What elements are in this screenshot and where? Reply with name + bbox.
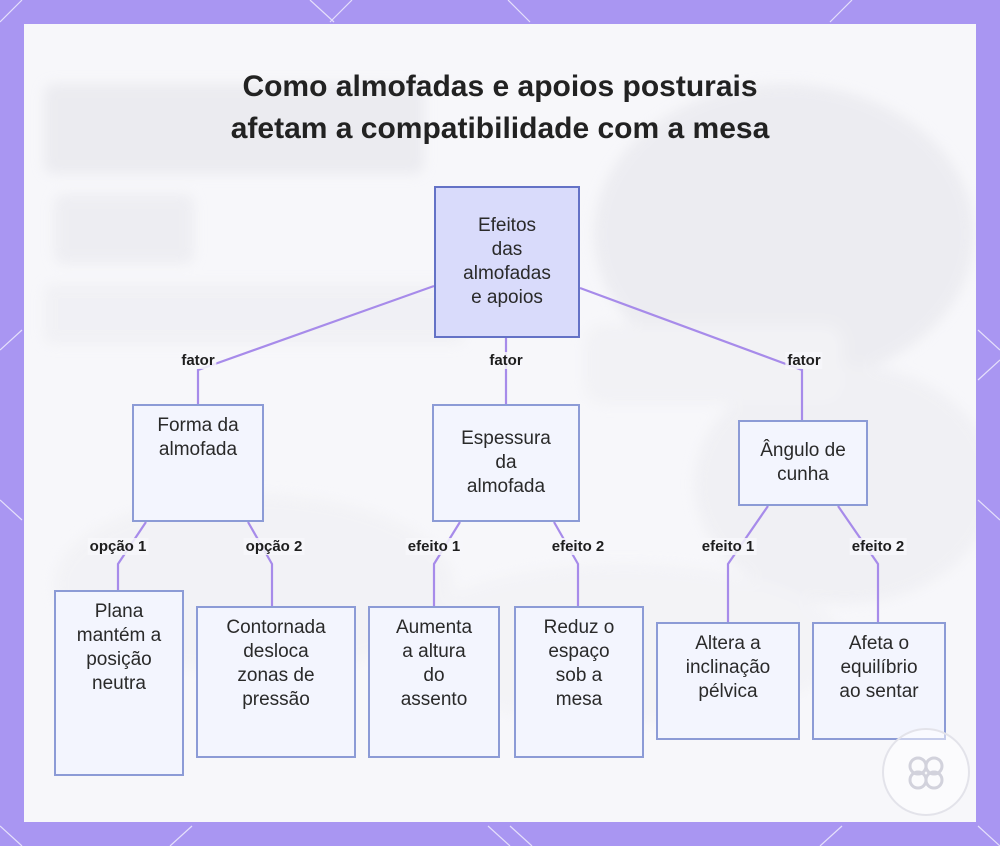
edge-label-fator-3: fator <box>785 352 823 369</box>
node-root-line-4: e apoios <box>471 287 543 308</box>
brand-logo-glyph <box>908 756 944 790</box>
node-contornada-line-4: pressão <box>242 689 310 710</box>
diagram-panel: Como almofadas e apoios posturais afetam… <box>24 24 976 822</box>
node-root-line-1: Efeitos <box>477 215 537 236</box>
edge-label-opcao-1: opção 1 <box>87 538 149 555</box>
node-altera: Altera a inclinação pélvica <box>656 622 800 740</box>
node-aumenta-line-1: Aumenta <box>395 617 473 638</box>
node-altera-line-3: pélvica <box>698 681 758 702</box>
connector-lines <box>116 284 880 622</box>
node-root-line-2: das <box>491 239 523 260</box>
edge-root-forma <box>196 284 435 404</box>
edge-label-efeito-1b: efeito 1 <box>699 538 757 555</box>
node-reduz-line-3: sob a <box>555 665 603 686</box>
node-forma-line-1: Forma da <box>157 415 239 436</box>
node-espessura-line-1: Espessura <box>461 428 551 449</box>
title-line-2: afetam a compatibilidade com a mesa <box>230 112 770 145</box>
node-forma-line-2: almofada <box>158 439 238 460</box>
edge-label-opcao-2: opção 2 <box>243 538 305 555</box>
node-aumenta-line-2: a altura <box>402 641 466 662</box>
node-afeta-line-1: Afeta o <box>848 633 910 654</box>
edge-angulo-altera <box>726 505 769 622</box>
edge-espessura-aumenta <box>432 521 461 606</box>
node-contornada-line-2: desloca <box>243 641 309 662</box>
node-root: Efeitos das almofadas e apoios <box>434 186 580 338</box>
node-afeta-line-2: equilíbrio <box>840 657 918 678</box>
node-aumenta-line-4: assento <box>400 689 468 710</box>
brand-logo-icon <box>882 728 970 816</box>
edge-label-fator-2: fator <box>487 352 525 369</box>
node-reduz: Reduz o espaço sob a mesa <box>514 606 644 758</box>
edge-espessura-reduz <box>553 521 580 606</box>
node-root-line-3: almofadas <box>463 263 551 284</box>
node-aumenta: Aumenta a altura do assento <box>368 606 500 758</box>
edge-root-angulo <box>579 286 804 420</box>
node-espessura-line-2: da <box>495 452 517 473</box>
node-reduz-line-4: mesa <box>555 689 603 710</box>
edge-label-efeito-2b: efeito 2 <box>849 538 907 555</box>
edge-forma-plana <box>116 521 147 590</box>
node-plana: Plana mantém a posição neutra <box>54 590 184 776</box>
node-plana-line-3: posição <box>86 649 152 670</box>
diagram-title: Como almofadas e apoios posturais afetam… <box>24 66 976 150</box>
node-aumenta-line-3: do <box>423 665 445 686</box>
node-angulo: Ângulo de cunha <box>738 420 868 506</box>
node-forma: Forma da almofada <box>132 404 264 522</box>
node-contornada: Contornada desloca zonas de pressão <box>196 606 356 758</box>
node-reduz-line-2: espaço <box>548 641 610 662</box>
node-espessura: Espessura da almofada <box>432 404 580 522</box>
edge-label-efeito-1a: efeito 1 <box>405 538 463 555</box>
node-angulo-line-1: Ângulo de <box>760 440 846 461</box>
node-altera-line-1: Altera a <box>695 633 761 654</box>
node-afeta-line-3: ao sentar <box>839 681 919 702</box>
node-afeta: Afeta o equilíbrio ao sentar <box>812 622 946 740</box>
node-plana-line-2: mantém a <box>76 625 162 646</box>
edge-label-efeito-2a: efeito 2 <box>549 538 607 555</box>
node-espessura-line-3: almofada <box>466 476 546 497</box>
node-reduz-line-1: Reduz o <box>543 617 615 638</box>
title-line-1: Como almofadas e apoios posturais <box>242 70 758 103</box>
node-contornada-line-3: zonas de <box>237 665 315 686</box>
node-angulo-line-2: cunha <box>777 464 829 485</box>
edge-label-fator-1: fator <box>179 352 217 369</box>
node-plana-line-1: Plana <box>94 601 144 622</box>
node-altera-line-2: inclinação <box>685 657 771 678</box>
node-plana-line-4: neutra <box>92 673 146 694</box>
node-contornada-line-1: Contornada <box>226 617 326 638</box>
edge-forma-contornada <box>247 521 274 606</box>
edge-angulo-afeta <box>837 505 880 622</box>
